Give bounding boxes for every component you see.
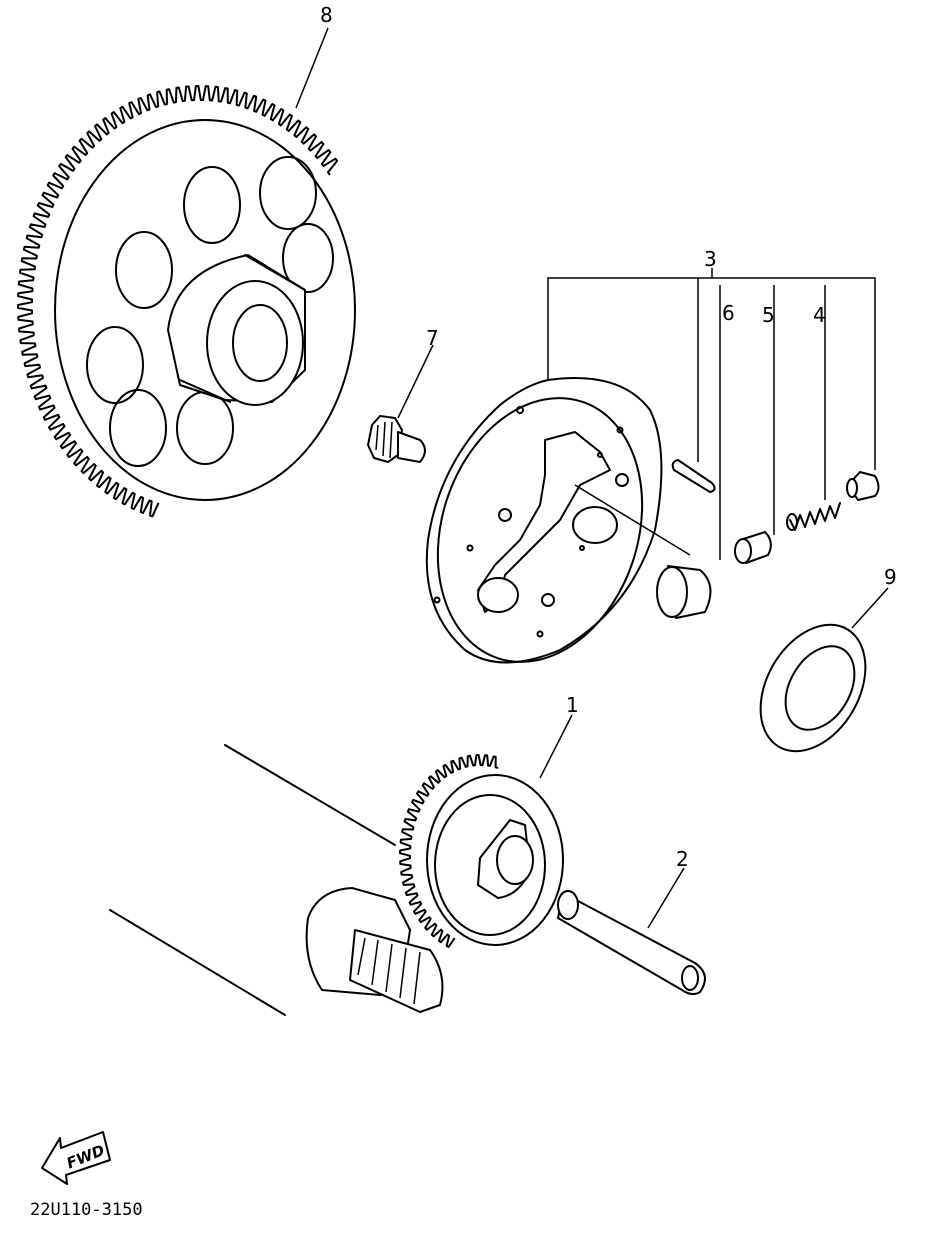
- callout-4: 4: [813, 303, 826, 327]
- hex-bolt: [367, 415, 426, 463]
- idler-gear: [399, 754, 564, 948]
- clutch-spring: [786, 502, 841, 531]
- callout-8: 8: [320, 3, 333, 27]
- clutch-pin: [671, 459, 716, 493]
- callout-9: 9: [884, 565, 897, 589]
- starter-wheel-gear: [17, 85, 356, 518]
- callout-7: 7: [426, 326, 439, 350]
- idler-shaft: [557, 890, 706, 996]
- spring-cap: [734, 531, 772, 564]
- fwd-arrow-icon: FWD: [41, 1131, 111, 1185]
- reference-code: 22U110-3150: [30, 1200, 143, 1220]
- callout-6: 6: [722, 301, 735, 325]
- callout-3: 3: [704, 247, 717, 271]
- callout-leaders: [295, 27, 889, 929]
- starter-clutch-assembly: [425, 377, 663, 664]
- washer: [759, 623, 867, 753]
- spring-seat: [846, 471, 880, 501]
- clutch-roller: [656, 565, 712, 619]
- callout-1: 1: [566, 693, 579, 717]
- starter-motor-body: [109, 744, 444, 1016]
- callout-2: 2: [676, 847, 689, 871]
- callout-5: 5: [762, 303, 775, 327]
